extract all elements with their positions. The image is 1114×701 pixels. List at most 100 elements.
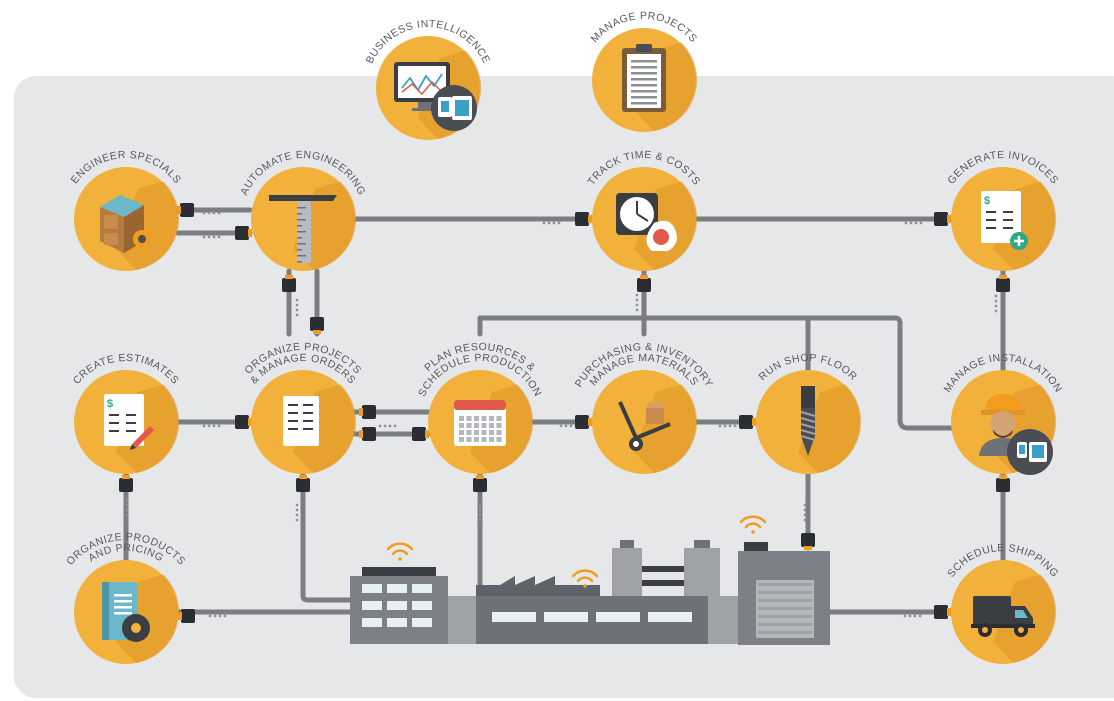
- pipe-connector: [235, 415, 252, 429]
- pipe-dot: [913, 614, 917, 618]
- clipboard-icon: [622, 44, 666, 112]
- pipe-dot: [212, 235, 216, 239]
- pipe-dot: [478, 503, 482, 507]
- pipe-dot: [559, 424, 563, 428]
- wifi-icon: [571, 569, 599, 588]
- wifi-icon: [739, 515, 767, 534]
- pipe-dot: [295, 303, 299, 307]
- pipe-connector: [996, 275, 1010, 292]
- pipe-connector: [119, 475, 133, 492]
- pipe-connector: [739, 415, 756, 429]
- installer-icon: [979, 394, 1053, 475]
- pipe-dot: [202, 211, 206, 215]
- node-plan-resources: PLAN RESOURCES &SCHEDULE PRODUCTION: [416, 341, 543, 474]
- pipe-connector: [178, 609, 195, 623]
- pipe-dot: [908, 614, 912, 618]
- pipe-connector: [296, 475, 310, 492]
- wifi-signals: [386, 515, 767, 588]
- factory-icon: [350, 540, 830, 645]
- pipe-dot: [383, 424, 387, 428]
- truck-icon: [971, 596, 1035, 637]
- pipe-dot: [223, 614, 227, 618]
- node-shadow: [293, 384, 357, 473]
- pipe-dot: [217, 211, 221, 215]
- pipe-dot: [904, 221, 908, 225]
- pipe-dot: [994, 309, 998, 313]
- pipe-dot: [994, 294, 998, 298]
- pipe-dot: [207, 211, 211, 215]
- pipe-dot: [393, 424, 397, 428]
- pipe-dot: [635, 303, 639, 307]
- svg-text:$: $: [107, 398, 113, 410]
- pipe-connector: [801, 533, 815, 550]
- pipe-connector: [359, 405, 376, 419]
- pipe-connector: [473, 475, 487, 492]
- pipe-connector: [412, 427, 429, 441]
- pipe-dot: [218, 614, 222, 618]
- pipe-dot: [994, 304, 998, 308]
- pipe-dot: [478, 508, 482, 512]
- pipe-segment: [300, 471, 355, 603]
- pipe-connector: [310, 317, 324, 334]
- node-business-intelligence: BUSINESS INTELLIGENCE: [364, 18, 492, 140]
- pipe-dot: [909, 221, 913, 225]
- pipe-dot: [478, 518, 482, 522]
- node-shadow: [798, 384, 862, 473]
- node-shadow: [634, 384, 698, 473]
- pipe-connectors: [119, 203, 1010, 623]
- pipe-connector: [637, 275, 651, 292]
- calendar-icon: [454, 400, 506, 446]
- pipe-dot: [918, 614, 922, 618]
- pipe-dot: [213, 614, 217, 618]
- pipe-dot: [207, 424, 211, 428]
- wifi-icon: [386, 542, 414, 561]
- pipe-dot: [212, 424, 216, 428]
- pipe-dot: [569, 424, 573, 428]
- pipe-dot: [378, 424, 382, 428]
- pipe-dot: [388, 424, 392, 428]
- invoice-plus-icon: $: [981, 191, 1028, 250]
- pipe-dot: [552, 221, 556, 225]
- pipe-dot: [295, 298, 299, 302]
- pipe-dot: [478, 513, 482, 517]
- pipe-dot: [547, 221, 551, 225]
- document-icon: [283, 396, 319, 446]
- pipe-dot: [803, 503, 807, 507]
- pipe-dot: [125, 513, 129, 517]
- pipe-dot: [295, 508, 299, 512]
- pipe-dot: [718, 424, 722, 428]
- pipe-dot: [557, 221, 561, 225]
- pipe-connector: [177, 203, 194, 217]
- cabinet-gear-icon: [100, 195, 151, 253]
- pipe-dot: [217, 235, 221, 239]
- pipe-connector: [934, 605, 951, 619]
- binder-gear-icon: [102, 582, 150, 642]
- clock-money-icon: [616, 193, 677, 251]
- pipe-dot: [635, 293, 639, 297]
- pipe-dot: [295, 308, 299, 312]
- pipe-dot: [803, 513, 807, 517]
- pipe-dot: [212, 211, 216, 215]
- pipe-dot: [733, 424, 737, 428]
- pipe-dot: [542, 221, 546, 225]
- pipe-dot: [295, 313, 299, 317]
- pipe-dots: [125, 211, 998, 618]
- pipe-dot: [208, 614, 212, 618]
- node-organize-projects: ORGANIZE PROJECTS& MANAGE ORDERS: [242, 341, 363, 474]
- drill-bit-icon: [800, 386, 816, 456]
- pipe-dot: [728, 424, 732, 428]
- pipe-connector: [359, 427, 376, 441]
- pipe-dot: [202, 424, 206, 428]
- pipe-dot: [919, 221, 923, 225]
- pipe-dot: [217, 424, 221, 428]
- pipe-dot: [564, 424, 568, 428]
- pipe-dot: [125, 503, 129, 507]
- pipe-dot: [723, 424, 727, 428]
- t-square-icon: [269, 195, 337, 263]
- pipe-dot: [295, 513, 299, 517]
- pipe-connector: [575, 212, 592, 226]
- pipe-connector: [282, 275, 296, 292]
- estimate-pencil-icon: $: [104, 394, 154, 450]
